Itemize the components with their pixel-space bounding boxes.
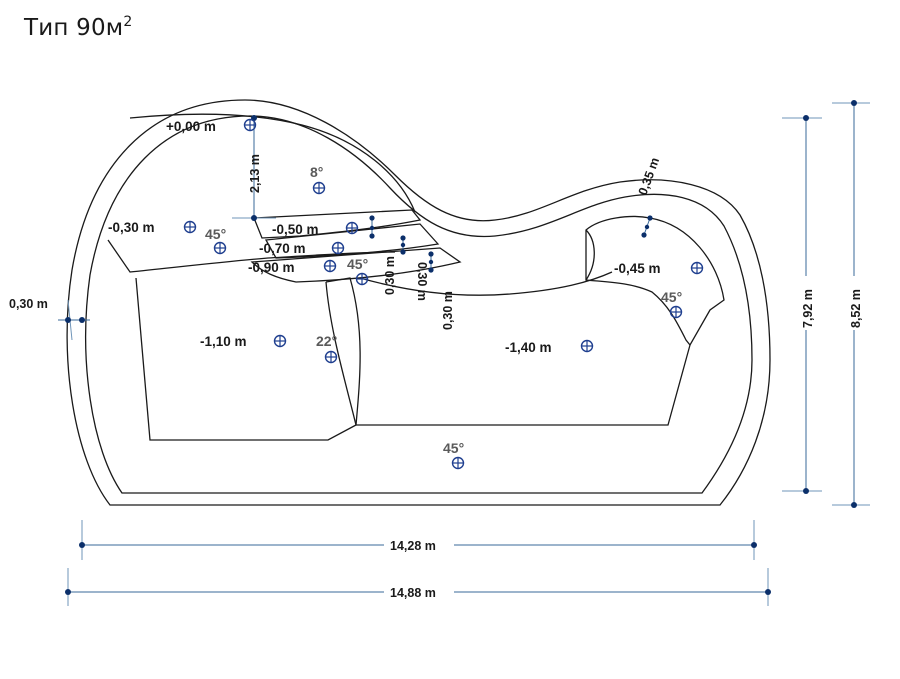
depth-marker-0 — [243, 118, 257, 132]
title-superscript: 2 — [123, 14, 133, 30]
angle-label-2: 45° — [347, 256, 368, 272]
depth-label-4: -0,90 m — [248, 260, 295, 275]
right-bench-top — [585, 229, 595, 281]
top-depth-label: 2,13 m — [248, 154, 262, 193]
depth-marker-6 — [580, 339, 594, 353]
inner-height-label: 7,92 m — [801, 289, 815, 328]
depth-label-7: -0,45 m — [614, 261, 661, 276]
angle-marker-5 — [669, 305, 683, 319]
right-bench — [585, 215, 725, 347]
bench-width-label: 0,35 m — [636, 156, 662, 197]
depth-label-2: -0,50 m — [272, 222, 319, 237]
depth-marker-3 — [331, 241, 345, 255]
depth-marker-5 — [273, 334, 287, 348]
depth-marker-4 — [323, 259, 337, 273]
step-2 — [264, 223, 440, 259]
angle-label-4: 45° — [443, 440, 464, 456]
pool-inner-wall — [85, 115, 753, 494]
upper-seat-rim — [129, 113, 416, 213]
angle-marker-4 — [451, 456, 465, 470]
dim-step-heights — [369, 215, 434, 273]
angle-marker-0 — [312, 181, 326, 195]
depth-marker-7 — [690, 261, 704, 275]
outer-width-label: 14,88 m — [390, 586, 436, 600]
main-basin-edge — [359, 271, 613, 296]
angle-marker-2 — [355, 272, 369, 286]
depth-marker-1 — [183, 220, 197, 234]
wall-left-label: 0,30 m — [9, 297, 48, 311]
slope-divider-right — [325, 277, 691, 426]
depth-label-0: +0,00 m — [166, 119, 216, 134]
slope-divider-left — [135, 277, 357, 441]
depth-marker-2 — [345, 221, 359, 235]
depth-label-6: -1,40 m — [505, 340, 552, 355]
outer-height-label: 8,52 m — [849, 289, 863, 328]
depth-label-1: -0,30 m — [108, 220, 155, 235]
dim-wall-left — [58, 299, 90, 341]
angle-marker-3 — [324, 350, 338, 364]
page-title: Тип 90м2 — [24, 14, 132, 41]
step-height-label-2: 0,30 m — [415, 262, 429, 301]
pool-outer-rim — [66, 99, 771, 506]
angle-label-3: 22° — [316, 333, 337, 349]
step-height-label-1: 0,30 m — [383, 256, 397, 295]
inner-width-label: 14,28 m — [390, 539, 436, 553]
title-text: Тип 90м — [24, 15, 124, 41]
step-3 — [250, 247, 462, 283]
dim-bench-width — [641, 215, 653, 238]
angle-label-0: 8° — [310, 164, 323, 180]
angle-marker-1 — [213, 241, 227, 255]
step-height-label-3: 0,30 m — [441, 291, 455, 330]
depth-label-3: -0,70 m — [259, 241, 306, 256]
angle-label-1: 45° — [205, 226, 226, 242]
angle-label-5: 45° — [661, 289, 682, 305]
depth-label-5: -1,10 m — [200, 334, 247, 349]
